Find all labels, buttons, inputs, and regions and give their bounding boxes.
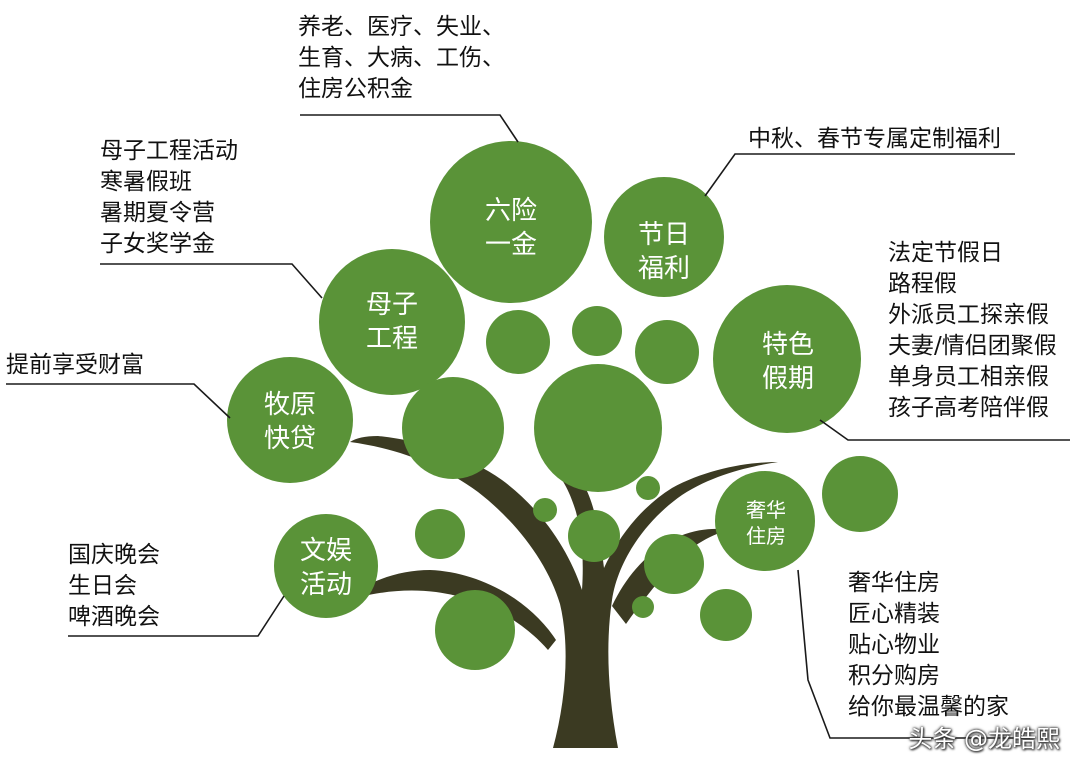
note-line: 积分购房: [848, 663, 940, 689]
leader-line-mother-child: [100, 263, 323, 299]
label-line: 特色: [761, 330, 814, 360]
note-special-leave: 法定节假日 路程假 外派员工探亲假 夫妻/情侣团聚假 单身员工相亲假 孩子高考陪…: [888, 238, 1057, 424]
note-luxury-housing: 奢华住房 匠心精装 贴心物业 积分购房 给你最温馨的家: [848, 568, 1009, 723]
leaf-circle: [533, 498, 557, 522]
label-line: 住房: [746, 524, 786, 549]
note-line: 匠心精装: [848, 601, 940, 627]
note-line: 母子工程活动: [100, 138, 238, 164]
leaf-circle: [568, 510, 620, 562]
leader-line-holiday-welfare: [704, 153, 1015, 197]
leaf-circle: [415, 509, 465, 559]
label-line: 文娱: [299, 536, 352, 566]
leader-line-luxury-housing: [797, 569, 1030, 739]
note-line: 子女奖学金: [100, 231, 215, 257]
circle-label-muyuan-loan: 牧原 快贷: [230, 388, 350, 457]
circle-label-mother-child: 母子 工程: [332, 288, 452, 357]
leaf-circle: [700, 589, 752, 641]
note-line: 贴心物业: [848, 632, 940, 658]
note-mother-child: 母子工程活动 寒暑假班 暑期夏令营 子女奖学金: [100, 136, 238, 260]
circle-luxury-housing: [715, 471, 815, 571]
circle-six-insurance: [430, 141, 592, 303]
label-line: 六险: [484, 196, 537, 226]
leaf-circle: [402, 377, 504, 479]
note-line: 孩子高考陪伴假: [888, 395, 1049, 421]
trunk-body: [350, 436, 778, 748]
circle-special-leave: [713, 285, 861, 433]
label-line: 工程: [365, 324, 418, 355]
leaf-circle: [572, 306, 622, 356]
note-muyuan-loan: 提前享受财富: [6, 350, 144, 381]
label-line: 快贷: [263, 424, 316, 455]
leaf-circle: [644, 534, 704, 594]
circle-label-luxury-housing: 奢华 住房: [716, 497, 816, 550]
leaf-circle: [635, 320, 699, 384]
leaf-circle: [632, 596, 654, 618]
label-line: 一金: [484, 230, 537, 261]
note-line: 夫妻/情侣团聚假: [888, 333, 1057, 359]
label-line: 牧原: [263, 390, 316, 420]
note-line: 啤酒晚会: [68, 604, 160, 630]
leaf-circles: [227, 141, 898, 670]
leaf-circle: [486, 310, 550, 374]
leader-lines: [6, 114, 1070, 739]
circle-label-special-leave: 特色 假期: [728, 328, 848, 397]
label-line: 假期: [761, 364, 814, 395]
tree-trunk: [338, 436, 778, 748]
label-line: 母子: [365, 290, 418, 320]
note-line: 外派员工探亲假: [888, 302, 1049, 328]
note-line: 住房公积金: [298, 76, 413, 102]
note-line: 路程假: [888, 271, 957, 297]
circle-muyuan-loan: [227, 357, 353, 483]
label-line: 活动: [299, 570, 352, 601]
leader-line-entertainment: [68, 595, 285, 637]
label-line: 节日: [637, 220, 690, 250]
leaf-circle: [534, 364, 662, 492]
note-line: 国庆晚会: [68, 542, 160, 568]
note-line: 给你最温馨的家: [848, 694, 1009, 720]
note-holiday-welfare: 中秋、春节专属定制福利: [748, 124, 1001, 155]
label-line: 奢华: [746, 498, 786, 522]
note-line: 单身员工相亲假: [888, 364, 1049, 390]
circle-mother-child: [319, 249, 465, 395]
note-line: 生日会: [68, 573, 137, 599]
label-line: 福利: [637, 254, 690, 285]
note-line: 奢华住房: [848, 570, 940, 596]
note-line: 提前享受财富: [6, 352, 144, 378]
circle-label-holiday-welfare: 节日 福利: [604, 218, 724, 287]
left-branch: [338, 570, 556, 650]
note-line: 法定节假日: [888, 240, 1003, 266]
note-line: 暑期夏令营: [100, 200, 215, 226]
circle-entertainment: [274, 514, 378, 618]
note-line: 中秋、春节专属定制福利: [748, 126, 1001, 152]
circle-holiday-welfare: [604, 177, 724, 297]
leaf-circle: [822, 456, 898, 532]
note-six-insurance: 养老、医疗、失业、 生育、大病、工伤、 住房公积金: [298, 12, 505, 105]
leader-line-muyuan-loan: [6, 383, 231, 419]
circle-label-six-insurance: 六险 一金: [452, 194, 570, 263]
leader-line-special-leave: [819, 419, 1070, 441]
leaf-circle: [636, 476, 660, 500]
circle-label-entertainment: 文娱 活动: [266, 534, 386, 603]
note-line: 养老、医疗、失业、: [298, 14, 505, 40]
watermark-text: 头条 @龙皓熙: [908, 725, 1060, 753]
note-line: 寒暑假班: [100, 169, 192, 195]
leader-line-six-insurance: [300, 114, 519, 143]
note-line: 生育、大病、工伤、: [298, 45, 505, 71]
leaf-circle: [435, 590, 515, 670]
note-entertainment: 国庆晚会 生日会 啤酒晚会: [68, 540, 160, 633]
